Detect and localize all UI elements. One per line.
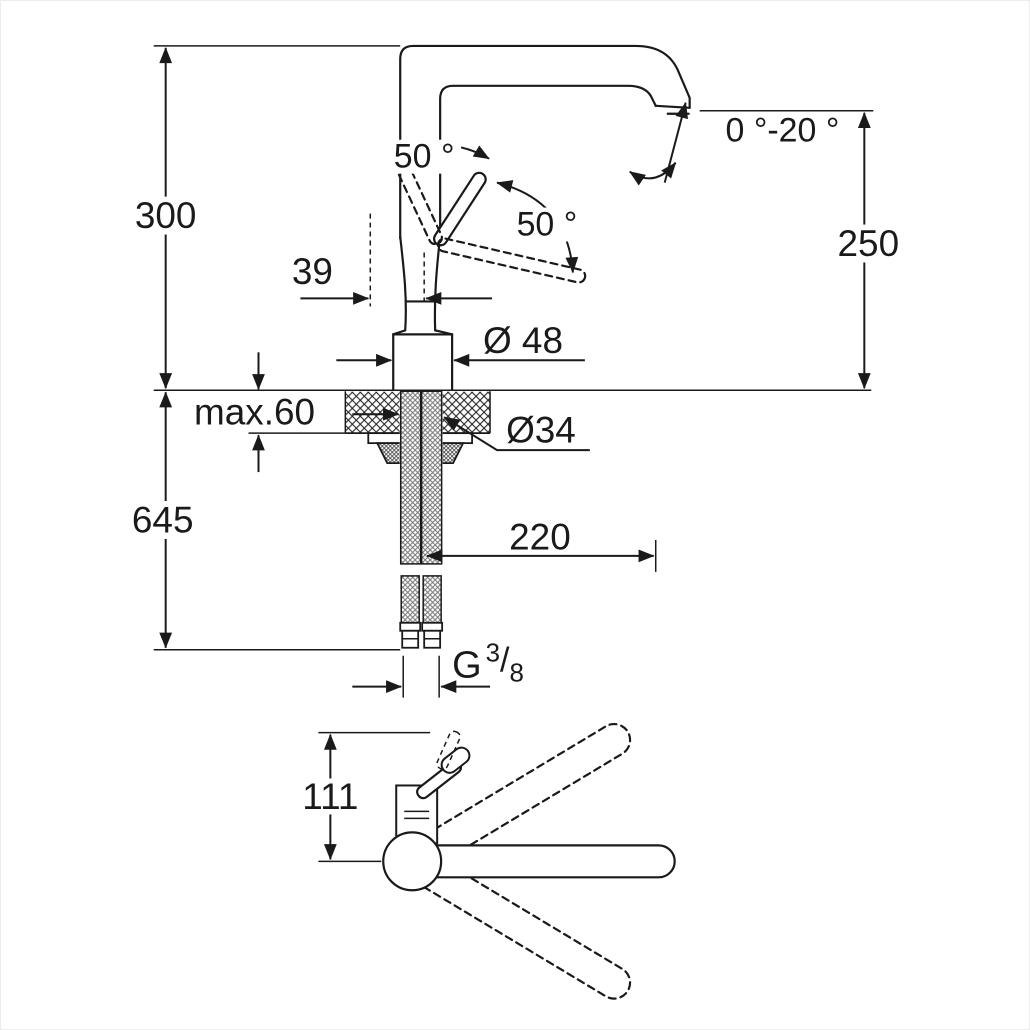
dimension-lines xyxy=(153,45,874,863)
body-right-outline xyxy=(433,235,454,391)
angle-50-right-label: 50 ° xyxy=(517,206,578,244)
dimension-labels: 300 645 250 50 ° 50 ° 0 °-20 ° 39 Ø 48 m… xyxy=(127,112,906,817)
dim-300-label: 300 xyxy=(135,195,197,236)
thread-subscript: 8 xyxy=(509,660,523,688)
tilt-arc-arrow xyxy=(629,162,677,186)
hose-lower-left xyxy=(400,575,420,624)
lever-tip-plan xyxy=(440,746,471,774)
dim-645-label: 645 xyxy=(132,499,194,540)
body-base-circle xyxy=(382,831,443,892)
angle-50-right-label-back xyxy=(510,207,584,242)
dia-48-label: Ø 48 xyxy=(483,320,563,361)
body-left-outline xyxy=(392,235,407,391)
thread-prefix: G xyxy=(452,645,482,687)
spout-arm-plan xyxy=(412,844,676,879)
dim-645-label-back xyxy=(127,501,198,539)
spout-tilt-indicator xyxy=(629,102,688,186)
lever-plan-dashed xyxy=(436,730,461,770)
thread-slash: / xyxy=(500,642,510,680)
dim-250-label-back xyxy=(831,224,906,263)
max-60-label: max.60 xyxy=(194,392,315,433)
dim-111-label-back xyxy=(300,778,361,815)
dim-39-label: 39 xyxy=(292,251,333,292)
dim-111-label: 111 xyxy=(302,776,358,817)
dia-34-label: Ø34 xyxy=(506,410,576,451)
thread-superscript: 3 xyxy=(486,640,500,668)
hose-lower-right xyxy=(422,575,442,624)
angle-50-left-label-back xyxy=(387,139,462,174)
shank-hose-right xyxy=(420,390,443,565)
angle-50-left-label: 50 ° xyxy=(394,138,455,176)
spout-swivel-dashed-up xyxy=(402,722,632,877)
hose-collar-right xyxy=(421,621,444,632)
spout-outer-outline xyxy=(399,44,691,240)
spout-inner-outline xyxy=(439,84,657,240)
dim-250-label: 250 xyxy=(838,223,900,264)
dim-34-leader xyxy=(443,416,590,452)
lever-dashed-down xyxy=(436,237,587,284)
plan-view xyxy=(382,722,676,1000)
shank-hose-left xyxy=(399,390,422,565)
hose-collar-left xyxy=(399,621,422,632)
dim-300-label-back xyxy=(130,196,201,235)
spout-swivel-dashed-down xyxy=(402,846,632,1000)
dim-220-label: 220 xyxy=(509,516,571,557)
supply-hoses xyxy=(399,390,444,649)
tilt-range-label: 0 °-20 ° xyxy=(726,112,840,150)
